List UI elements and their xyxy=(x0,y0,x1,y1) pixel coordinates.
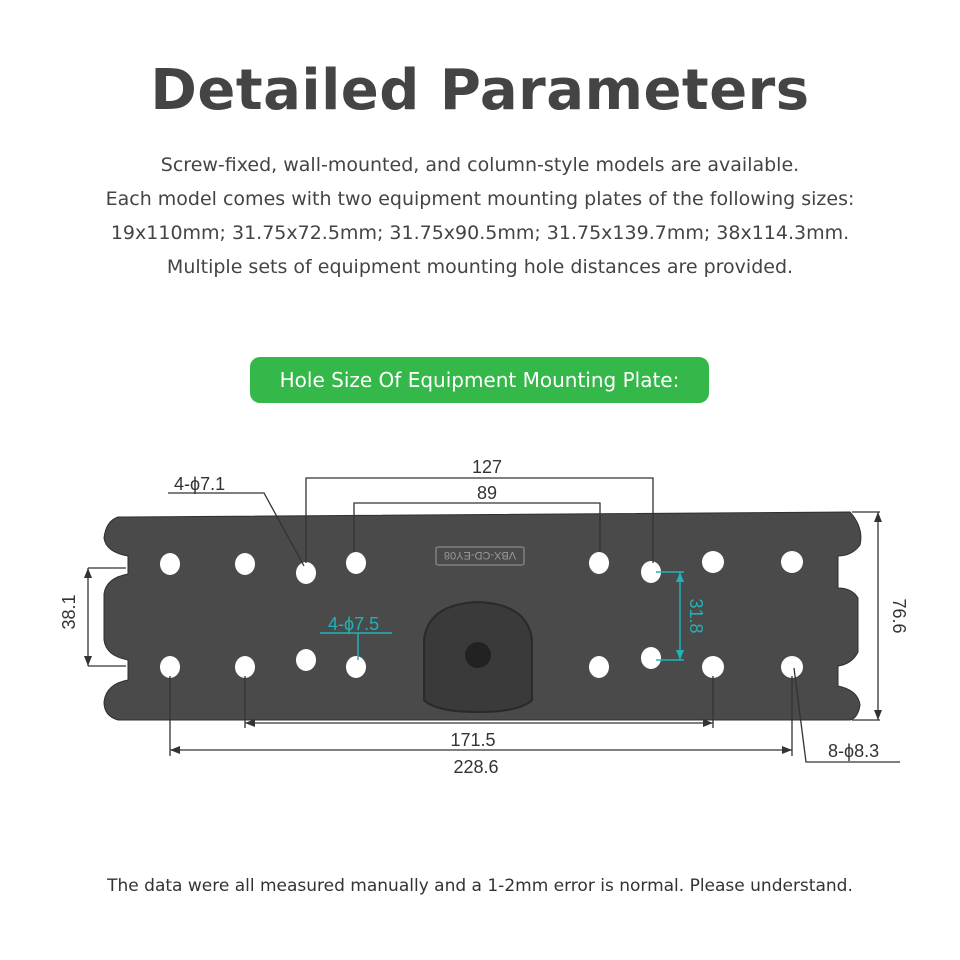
mounting-hole xyxy=(346,552,366,574)
mounting-hole xyxy=(589,656,609,678)
description: Screw-fixed, wall-mounted, and column-st… xyxy=(0,148,960,284)
dim-label-31-8: 31.8 xyxy=(686,598,706,633)
leader-hole-7-1 xyxy=(168,492,305,567)
dim-line-127 xyxy=(305,477,654,563)
section-banner: Hole Size Of Equipment Mounting Plate: xyxy=(250,357,709,403)
mounting-hole xyxy=(781,656,803,678)
mounting-hole xyxy=(589,552,609,574)
mounting-hole xyxy=(781,551,803,573)
description-line: Screw-fixed, wall-mounted, and column-st… xyxy=(160,154,800,176)
dim-label-228-6: 228.6 xyxy=(453,757,498,777)
mounting-hole xyxy=(296,562,316,584)
svg-text:VBX-CD-EY08: VBX-CD-EY08 xyxy=(444,549,516,561)
mounting-hole xyxy=(641,647,661,669)
dim-label-hole-8-3: 8-ϕ8.3 xyxy=(828,741,879,761)
dim-label-76-6: 76.6 xyxy=(889,598,909,633)
plate-marking: VBX-CD-EY08 xyxy=(435,546,525,566)
dim-label-127: 127 xyxy=(472,457,502,477)
dim-label-hole-7-5: 4-ϕ7.5 xyxy=(328,614,379,634)
page-title: Detailed Parameters xyxy=(150,58,810,123)
mounting-plate-diagram: VBX-CD-EY08 xyxy=(59,457,909,777)
dim-label-hole-7-1: 4-ϕ7.1 xyxy=(174,474,225,494)
description-line: Multiple sets of equipment mounting hole… xyxy=(166,256,794,278)
mounting-hole xyxy=(160,656,180,678)
description-line: Each model comes with two equipment moun… xyxy=(105,188,855,210)
description-line: 19x110mm; 31.75x72.5mm; 31.75x90.5mm; 31… xyxy=(110,222,850,244)
center-hole xyxy=(465,642,491,668)
mounting-hole xyxy=(641,561,661,583)
leader-hole-8-3 xyxy=(793,667,900,763)
dim-label-38-1: 38.1 xyxy=(59,594,79,629)
mounting-hole xyxy=(346,656,366,678)
mounting-hole xyxy=(702,656,724,678)
dim-line-89 xyxy=(353,502,601,552)
dim-label-171-5: 171.5 xyxy=(450,730,495,750)
mounting-hole xyxy=(296,649,316,671)
mounting-hole xyxy=(160,553,180,575)
mounting-hole xyxy=(702,551,724,573)
dim-label-89: 89 xyxy=(477,483,497,503)
mounting-hole xyxy=(235,553,255,575)
mounting-hole xyxy=(235,656,255,678)
footnote: The data were all measured manually and … xyxy=(107,876,853,896)
